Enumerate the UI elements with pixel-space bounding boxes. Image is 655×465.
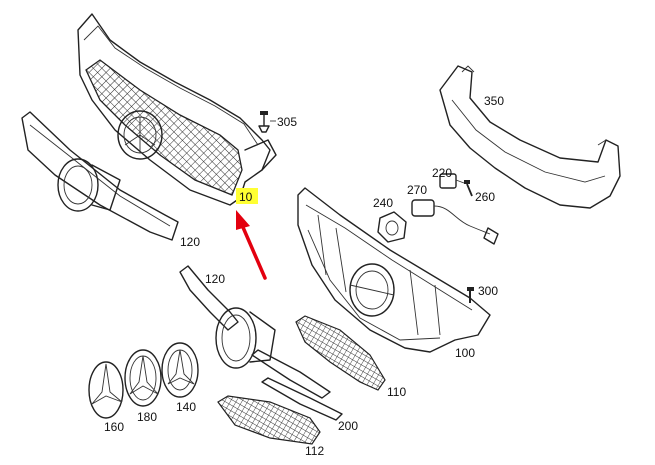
callout-140[interactable]: 140	[176, 400, 196, 414]
callout-100[interactable]: 100	[455, 346, 475, 360]
callout-260[interactable]: 260	[475, 190, 495, 204]
emblem-frame-part-140-left[interactable]	[57, 158, 121, 212]
callout-160[interactable]: 160	[104, 420, 124, 434]
callout-180[interactable]: 180	[137, 410, 157, 424]
trim-strip-part-200[interactable]	[251, 349, 343, 421]
grille-assembly-part-10[interactable]	[77, 13, 277, 206]
wiring-harness-part-270[interactable]	[411, 199, 499, 245]
screw-part-260[interactable]	[464, 180, 473, 197]
callout-labels: 10 305 350 220 270 240 260 300 100 110 2…	[104, 94, 504, 458]
screw-part-300[interactable]	[467, 287, 474, 303]
callout-120-upper[interactable]: 120	[180, 235, 200, 249]
indicator-arrow	[236, 210, 267, 280]
clip-part-305[interactable]	[258, 111, 270, 133]
sensor-part-220[interactable]	[439, 173, 465, 189]
grille-frame-part-100[interactable]	[297, 187, 491, 353]
callout-10[interactable]: 10	[239, 190, 253, 204]
emblem-frame-part-140-center[interactable]	[215, 307, 276, 369]
star-emblem-part-160[interactable]	[88, 361, 124, 419]
sensor-part-240[interactable]	[377, 211, 407, 243]
callout-120-lower[interactable]: 120	[205, 272, 225, 286]
star-emblem-part-140[interactable]	[161, 342, 199, 398]
mesh-insert-part-110[interactable]	[295, 315, 386, 391]
trim-strip-part-120-lower[interactable]	[179, 265, 239, 331]
callout-110[interactable]: 110	[387, 385, 406, 399]
star-emblem-part-180[interactable]	[124, 349, 162, 407]
callout-350[interactable]: 350	[484, 94, 504, 108]
bracket-part-350[interactable]	[439, 65, 621, 209]
callout-112[interactable]: 112	[305, 444, 324, 458]
callout-240[interactable]: 240	[373, 196, 393, 210]
highlight-box-10	[236, 188, 258, 204]
mesh-insert-part-112[interactable]	[217, 395, 321, 445]
callout-305[interactable]: 305	[277, 115, 297, 129]
callout-300[interactable]: 300	[478, 284, 498, 298]
callout-200[interactable]: 200	[338, 419, 358, 433]
callout-270[interactable]: 270	[407, 183, 427, 197]
callout-220[interactable]: 220	[432, 166, 452, 180]
trim-strip-part-120-left[interactable]	[21, 111, 179, 241]
